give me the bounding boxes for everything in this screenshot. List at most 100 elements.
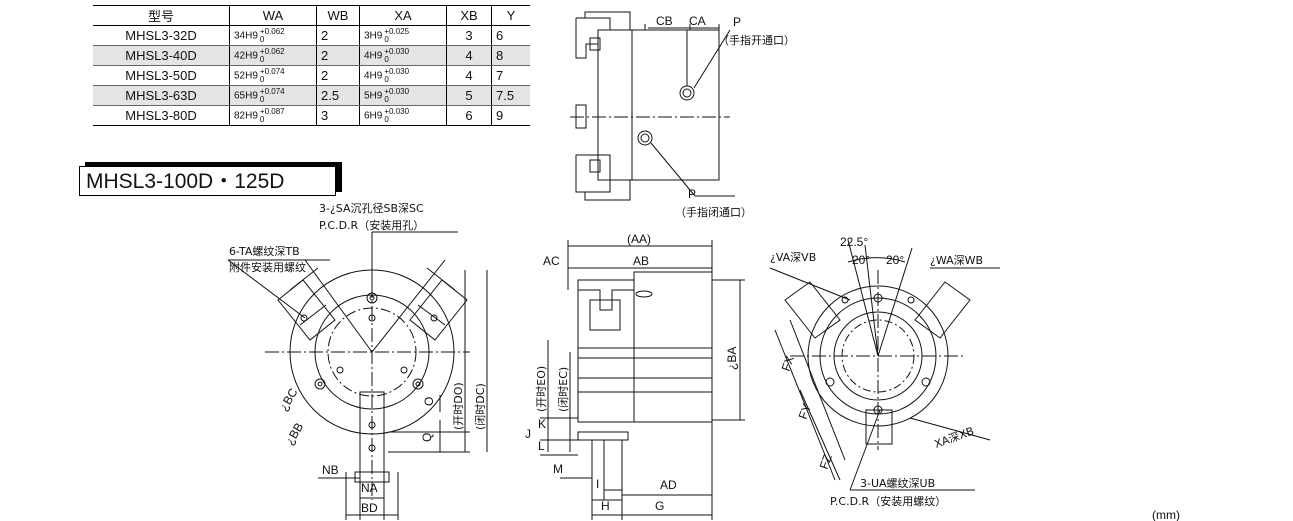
cell-wa-value: 52H9 (234, 70, 258, 82)
cell-xa-value: 6H9 (364, 110, 383, 122)
label-fx: FX (779, 354, 797, 373)
front-view (227, 231, 488, 520)
label-fz: FZ (817, 452, 835, 471)
label-m: M (553, 462, 563, 476)
label-bd: BD (361, 501, 378, 515)
label-q: Q (420, 433, 434, 442)
cell-model-value: MHSL3-40D (125, 48, 197, 63)
label-xa-depth: XA深XB (933, 425, 976, 451)
cell-wa-lower-tolerance: 0 (259, 114, 265, 124)
cell-xb: 4 (446, 65, 492, 86)
cell-xb: 6 (446, 105, 492, 126)
label-pcdr-thread: P.C.D.R（安装用螺纹） (830, 494, 946, 508)
label-eo: (开时EO) (535, 366, 548, 412)
label-va: ¿VA深VB (770, 251, 816, 264)
header-wa: WA (229, 5, 317, 26)
header-xb: XB (446, 5, 492, 26)
cell-y-value: 6 (496, 28, 504, 43)
cell-xa-value: 4H9 (364, 70, 383, 82)
cell-xa-value: 5H9 (364, 90, 383, 102)
cell-xa-lower-tolerance: 0 (384, 94, 389, 104)
label-dc: (闭时DC) (474, 383, 487, 430)
cell-model: MHSL3-80D (93, 105, 230, 126)
cell-wa-lower-tolerance: 0 (259, 94, 265, 104)
cell-y-value: 7.5 (496, 88, 515, 103)
label-ac: AC (543, 254, 560, 268)
label-cb: CB (656, 14, 673, 28)
label-i: I (596, 477, 599, 491)
cell-y: 7.5 (491, 85, 530, 106)
label-ta-note: 附件安装用螺纹 (229, 260, 306, 274)
port-close (637, 130, 653, 146)
label-fy: FY (796, 402, 814, 421)
header-wb: WB (316, 5, 360, 26)
cell-model-value: MHSL3-32D (125, 28, 197, 43)
cell-model-value: MHSL3-50D (125, 68, 197, 83)
cell-y-value: 9 (496, 108, 504, 123)
rear-view (769, 239, 1000, 491)
side-view (540, 240, 745, 520)
cell-wa-upper-tolerance: +0.074 (259, 86, 285, 96)
label-j: J (525, 427, 531, 441)
cell-model-value: MHSL3-80D (125, 108, 197, 123)
body-section (633, 271, 713, 423)
cell-xa-upper-tolerance: +0.030 (384, 66, 410, 76)
cell-wa-value: 42H9 (234, 50, 258, 62)
cell-wa-value: 34H9 (234, 30, 258, 42)
cell-xb-value: 3 (465, 28, 473, 43)
cell-xa-upper-tolerance: +0.030 (384, 86, 410, 96)
cell-wb: 2 (316, 45, 360, 66)
label-unit: (mm) (1152, 508, 1180, 521)
cell-xa-upper-tolerance: +0.030 (384, 106, 410, 116)
label-p-open-note: （手指开通口） (718, 33, 795, 47)
cell-wa-upper-tolerance: +0.062 (259, 26, 285, 36)
label-o: O (422, 397, 436, 406)
label-p-close-note: （手指闭通口） (675, 205, 752, 219)
label-angle-20b: 20° (886, 253, 904, 267)
cell-wb-value: 2.5 (321, 88, 340, 103)
label-ba: ¿BA (725, 347, 739, 370)
cell-xa-value: 4H9 (364, 50, 383, 62)
label-aa: (AA) (627, 232, 651, 246)
cell-wb: 2.5 (316, 85, 360, 106)
spec-table-header: 型号 WA WB XA XB Y (93, 5, 530, 26)
cell-xa-lower-tolerance: 0 (384, 74, 389, 84)
cell-model: MHSL3-63D (93, 85, 230, 106)
cell-wb-value: 3 (321, 108, 329, 123)
cell-wb-value: 2 (321, 68, 329, 83)
label-na: NA (361, 481, 378, 495)
label-h: H (601, 499, 610, 513)
cell-xb-value: 4 (465, 68, 473, 83)
cell-xa-upper-tolerance: +0.030 (384, 46, 410, 56)
label-ab: AB (633, 254, 649, 268)
cell-wa-lower-tolerance: 0 (259, 74, 265, 84)
cell-wb-value: 2 (321, 28, 329, 43)
cell-y: 9 (491, 105, 530, 126)
label-g: G (655, 499, 664, 513)
cell-xb: 3 (446, 25, 492, 46)
cell-xb: 5 (446, 85, 492, 106)
cell-model: MHSL3-40D (93, 45, 230, 66)
label-do: (开时DO) (452, 382, 465, 430)
label-l: L (538, 439, 545, 453)
label-angle-20a: 20° (852, 253, 870, 267)
